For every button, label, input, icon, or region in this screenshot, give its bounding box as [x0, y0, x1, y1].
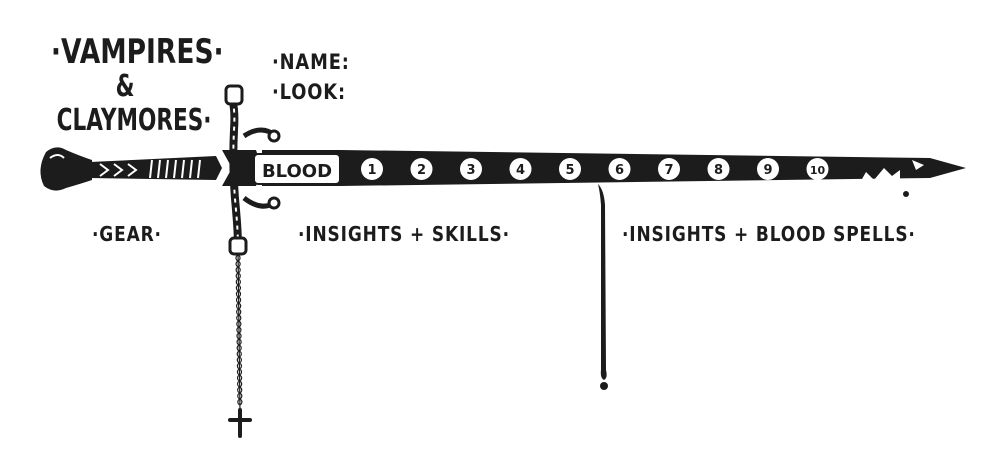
blood-track-circle[interactable] — [608, 158, 631, 180]
blood-track-box[interactable]: 8 — [707, 158, 730, 180]
blood-drop-small — [903, 191, 909, 197]
blood-track-circle[interactable] — [361, 158, 383, 180]
rosary-bead — [236, 308, 242, 316]
blood-track-box[interactable]: 1 — [361, 158, 383, 180]
rosary-bead — [235, 290, 242, 298]
blood-track-box[interactable]: 3 — [460, 158, 482, 180]
rosary-bead — [236, 302, 242, 310]
blood-track-box[interactable]: 10 — [806, 158, 829, 180]
blood-track-circle[interactable] — [410, 158, 433, 180]
title-line-1: ·VAMPIRES· — [50, 32, 224, 72]
insights-blood-spells-section-label: ·INSIGHTS + BLOOD SPELLS· — [622, 222, 916, 246]
blood-track-box[interactable]: 7 — [658, 158, 680, 180]
blood-track-number: 3 — [466, 163, 475, 178]
blood-drop — [600, 382, 608, 390]
rosary-bead — [235, 260, 241, 268]
blood-track-box[interactable]: 4 — [509, 158, 532, 180]
blood-track-number: 4 — [516, 163, 525, 178]
rosary-bead — [236, 338, 242, 346]
rosary-bead — [237, 380, 243, 388]
rosary-bead — [235, 278, 241, 286]
rosary-bead — [236, 344, 242, 352]
sword-pommel — [40, 147, 92, 191]
blood-track-number: 2 — [417, 163, 426, 178]
cross-pendant-icon — [228, 408, 252, 438]
rosary-bead — [236, 332, 242, 340]
gear-section-label: ·GEAR· — [92, 222, 162, 246]
blood-label-box: BLOOD — [253, 153, 341, 185]
rosary-bead — [235, 272, 241, 280]
blood-track-box[interactable]: 2 — [410, 158, 433, 180]
blood-track-number: 5 — [565, 163, 574, 178]
blood-track: 1 2 3 4 5 6 7 8 9 10 — [361, 158, 829, 180]
blood-track-circle[interactable] — [707, 158, 730, 180]
blood-track-number: 9 — [763, 163, 772, 178]
blood-track-number: 1 — [367, 163, 376, 178]
rosary-bead — [237, 398, 243, 406]
rosary-bead — [236, 362, 243, 370]
blood-track-number: 7 — [664, 163, 673, 178]
rosary-bead — [237, 386, 243, 394]
blood-label: BLOOD — [262, 161, 332, 182]
blood-track-circle[interactable] — [806, 158, 829, 180]
blood-track-number: 6 — [615, 163, 624, 178]
rosary-bead — [236, 314, 242, 322]
rosary-bead — [236, 350, 242, 358]
rosary-bead — [236, 374, 243, 382]
sword-grip — [90, 156, 222, 180]
blood-track-circle[interactable] — [509, 158, 532, 180]
game-title: ·VAMPIRES· & CLAYMORES· — [30, 32, 224, 138]
rosary-bead — [236, 368, 243, 376]
title-line-2: & CLAYMORES· — [56, 69, 212, 138]
look-field-label: ·LOOK: — [272, 80, 346, 104]
rosary-bead — [235, 296, 242, 304]
rosary-bead — [235, 284, 241, 292]
blade-chip-tip — [912, 160, 924, 170]
rosary-bead — [236, 356, 242, 364]
crossguard — [222, 84, 281, 256]
rosary-chain — [235, 249, 243, 413]
name-field-label: ·NAME: — [272, 50, 350, 74]
blade-chip — [858, 168, 900, 186]
blood-track-circle[interactable] — [460, 158, 482, 180]
blood-drip — [598, 184, 607, 380]
insights-skills-section-label: ·INSIGHTS + SKILLS· — [298, 222, 510, 246]
rosary-bead — [237, 392, 243, 400]
blood-track-number: 8 — [714, 163, 723, 178]
blood-track-circle[interactable] — [559, 158, 581, 180]
rosary-bead — [235, 266, 241, 274]
blood-track-box[interactable]: 9 — [757, 158, 779, 180]
blood-track-box[interactable]: 6 — [608, 158, 631, 180]
blood-track-circle[interactable] — [658, 158, 680, 180]
blood-track-box[interactable]: 5 — [559, 158, 581, 180]
rosary-bead — [236, 326, 242, 334]
blood-track-circle[interactable] — [757, 158, 779, 180]
rosary-bead — [236, 320, 242, 328]
blood-track-number: 10 — [810, 164, 826, 177]
